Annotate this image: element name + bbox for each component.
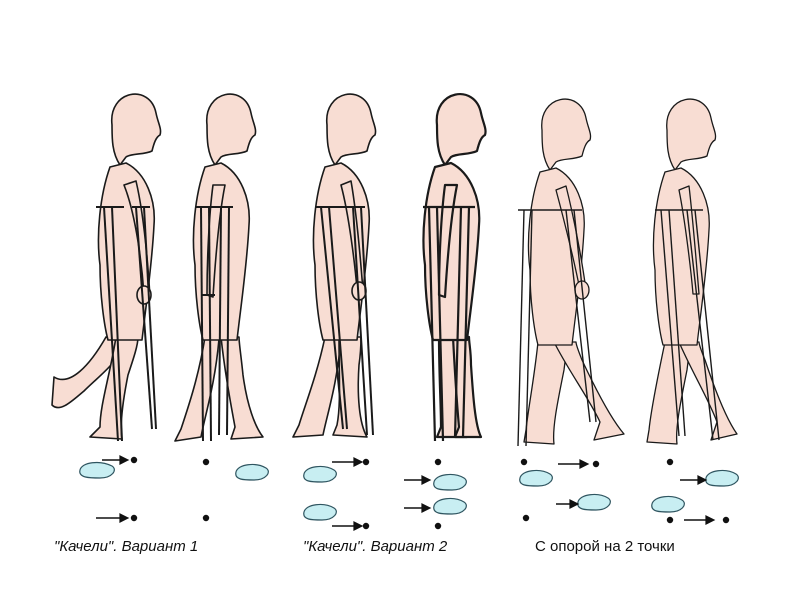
footprint	[303, 503, 337, 521]
crutch-point	[362, 522, 370, 530]
gait-pattern-swing-2	[303, 457, 467, 531]
arrow-head	[705, 515, 716, 525]
arrow-head	[421, 475, 432, 485]
footprint	[705, 469, 739, 487]
footprint	[303, 465, 337, 483]
arrow-head	[697, 475, 708, 485]
walker-6	[646, 98, 738, 445]
crutch-point	[202, 458, 210, 466]
crutch-point	[202, 514, 210, 522]
crutch-point	[592, 460, 600, 468]
footprint	[433, 497, 467, 515]
arrow-head	[119, 455, 130, 465]
crutch-point	[522, 514, 530, 522]
walker-1	[51, 93, 162, 442]
footprint	[235, 463, 269, 481]
crutch-point	[130, 514, 138, 522]
arrow-head	[119, 513, 130, 523]
crutch-point	[130, 456, 138, 464]
crutch-point	[434, 458, 442, 466]
footprint	[519, 469, 553, 487]
walker-2	[174, 93, 264, 442]
crutch-point	[666, 458, 674, 466]
walker-3	[292, 93, 377, 438]
crutch-point	[722, 516, 730, 524]
gait-pattern-swing-1	[79, 455, 269, 523]
arrow-head	[421, 503, 432, 513]
gait-pattern-two-point	[519, 458, 739, 525]
footprint	[651, 495, 685, 513]
walker-4	[422, 93, 487, 442]
arrow-head	[569, 499, 580, 509]
arrow-head	[579, 459, 590, 469]
arrow-head	[353, 521, 364, 531]
caption-swing-2: "Качели". Вариант 2	[303, 538, 448, 555]
footprint	[577, 493, 611, 511]
caption-two-point: С опорой на 2 точки	[535, 538, 675, 555]
crutch-point	[666, 516, 674, 524]
walker-5	[517, 98, 625, 447]
crutch-point	[520, 458, 528, 466]
footprint	[79, 461, 115, 479]
crutch-point	[362, 458, 370, 466]
crutch-point	[434, 522, 442, 530]
arrow-head	[353, 457, 364, 467]
caption-swing-1: "Качели". Вариант 1	[54, 538, 199, 555]
footprint	[433, 473, 467, 491]
